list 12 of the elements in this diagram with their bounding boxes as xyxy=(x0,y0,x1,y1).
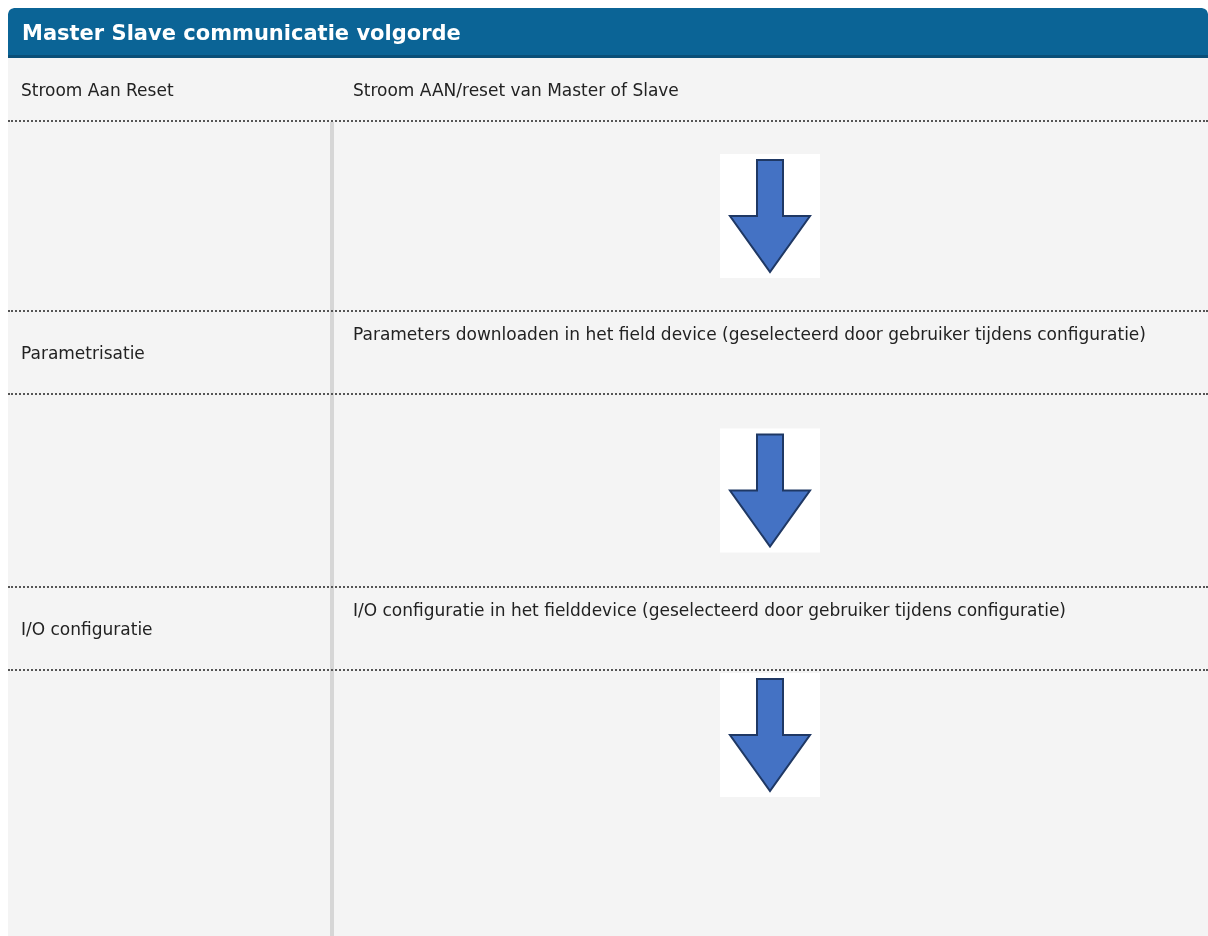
arrow xyxy=(728,159,812,274)
step-name: Parametrisatie xyxy=(21,342,145,364)
arrow xyxy=(728,433,812,549)
table-row xyxy=(8,310,1208,395)
step-description: I/O configuratie in het fielddevice (geselecteerd door gebruiker tijdens configuratie) xyxy=(353,599,1067,622)
step-description: Stroom AAN/reset van Master of Slave xyxy=(353,79,680,102)
table-row xyxy=(8,586,1208,671)
step-name: I/O configuratie xyxy=(21,618,153,640)
step-description: Parameters downloaden in het field device (geselecteerd door gebruiker tijdens configuratie) xyxy=(353,323,1147,346)
table-title: Master Slave communicatie volgorde xyxy=(8,8,1208,58)
arrow xyxy=(728,678,812,793)
step-name: Stroom Aan Reset xyxy=(21,79,174,101)
